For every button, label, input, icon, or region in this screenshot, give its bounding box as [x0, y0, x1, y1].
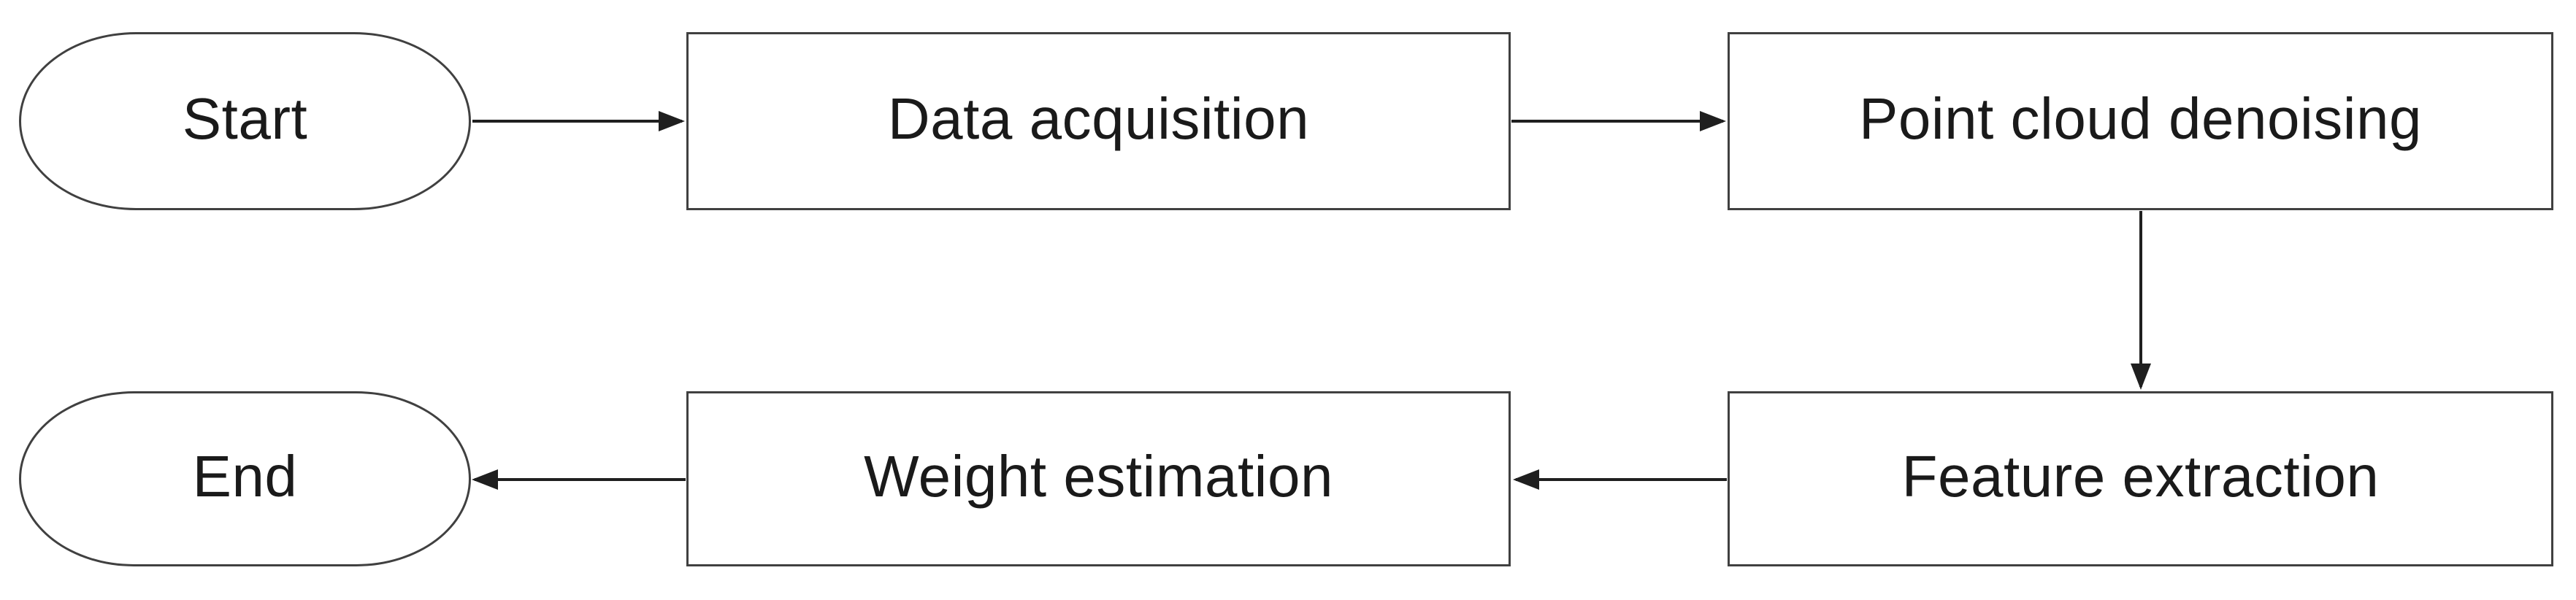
node-start: Start: [19, 32, 471, 210]
node-start-label: Start: [182, 86, 308, 151]
node-end: End: [19, 391, 471, 566]
node-weight-estimation: Weight estimation: [686, 391, 1511, 566]
node-feature-extraction-label: Feature extraction: [1901, 444, 2380, 509]
node-data-acquisition: Data acquisition: [686, 32, 1511, 210]
node-end-label: End: [192, 444, 298, 509]
node-point-cloud-denoising: Point cloud denoising: [1728, 32, 2553, 210]
node-feature-extraction: Feature extraction: [1728, 391, 2553, 566]
node-data-acquisition-label: Data acquisition: [887, 86, 1310, 151]
node-weight-estimation-label: Weight estimation: [864, 444, 1333, 509]
node-point-cloud-denoising-label: Point cloud denoising: [1858, 86, 2423, 151]
